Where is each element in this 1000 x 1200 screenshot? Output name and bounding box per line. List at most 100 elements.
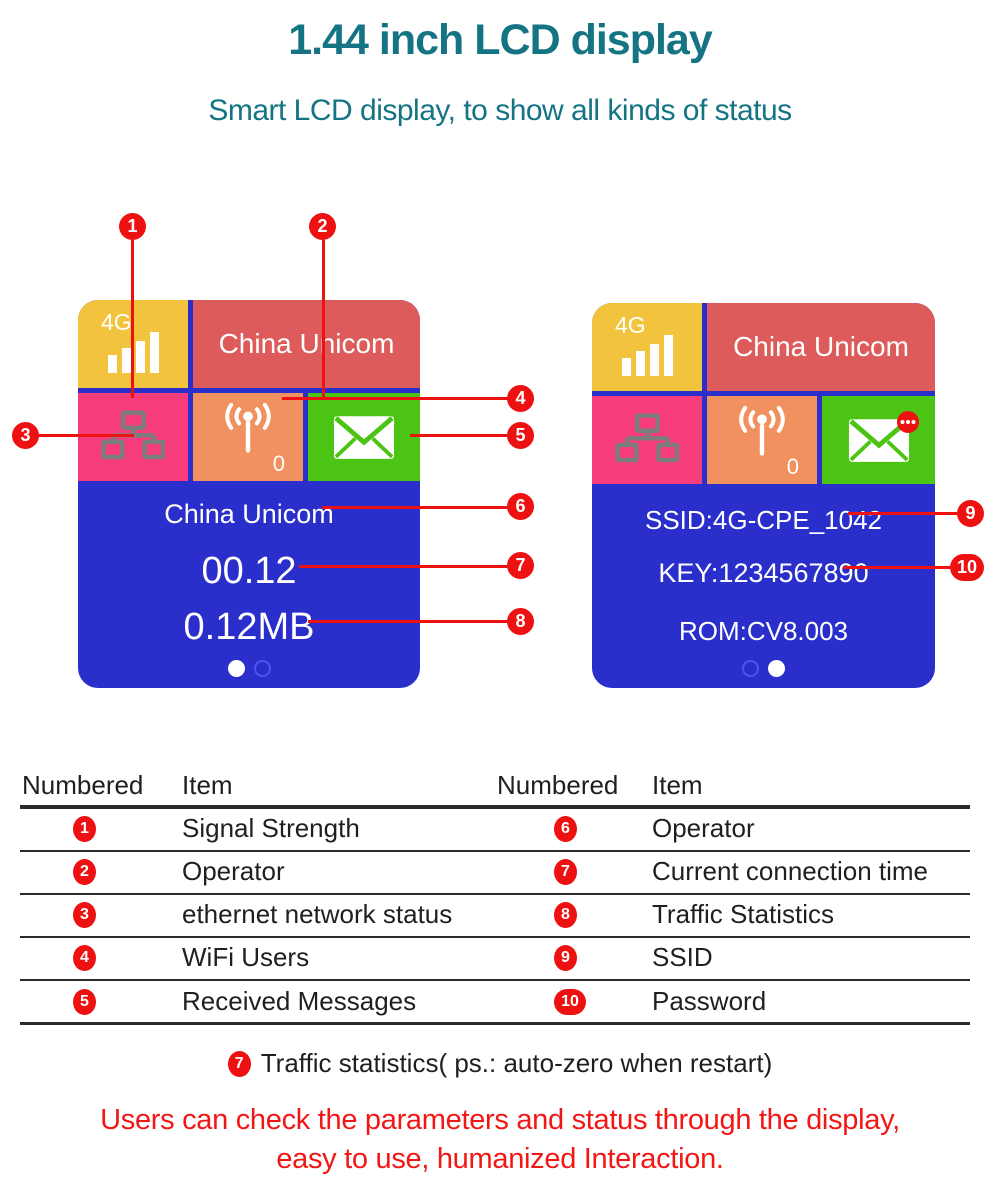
page-dot-inactive (742, 660, 759, 677)
row-number-badge: 1 (73, 816, 96, 842)
row-number-badge: 7 (554, 859, 577, 885)
table-row: 4 WiFi Users 9 SSID (0, 941, 1000, 975)
row-number-badge: 3 (73, 902, 96, 928)
operator-tile: China Unicom (707, 303, 935, 391)
callout-balloon-9: 9 (957, 500, 984, 527)
envelope-icon (333, 415, 395, 460)
row-number-badge: 8 (554, 902, 577, 928)
wifi-users-tile: 0 (193, 393, 303, 481)
footnote-text: Traffic statistics( ps.: auto-zero when … (260, 1048, 773, 1078)
row-number-badge: 6 (554, 816, 577, 842)
callout-balloon-6: 6 (507, 493, 534, 520)
footer-text-line2: easy to use, humanized Interaction. (276, 1143, 724, 1175)
row-number-badge: 2 (73, 859, 96, 885)
table-rule (20, 850, 970, 852)
operator-tile: China Unicom (193, 300, 420, 388)
antenna-icon (739, 406, 785, 456)
callout-line-4 (282, 397, 510, 400)
table-header-item-2: Item (652, 770, 703, 800)
row-item-label: Received Messages (182, 986, 417, 1016)
table-row: 1 Signal Strength 6 Operator (0, 812, 1000, 846)
messages-tile (822, 396, 935, 484)
footnote-number-badge: 7 (227, 1050, 251, 1077)
callout-line-9 (848, 512, 960, 515)
row-number-badge: 9 (554, 945, 577, 971)
table-rule (20, 893, 970, 895)
callout-line-2 (322, 240, 325, 398)
ethernet-status-tile (78, 393, 188, 481)
new-message-badge-icon (896, 410, 919, 433)
table-rule (20, 1022, 970, 1025)
screen-status-area: SSID:4G-CPE_1042 KEY:1234567890 ROM:CV8.… (592, 489, 935, 688)
wifi-users-count: 0 (272, 451, 285, 476)
callout-line-10 (843, 566, 953, 569)
signal-4g-label: 4G (101, 309, 132, 335)
row-item-label: Signal Strength (182, 813, 360, 843)
signal-4g-label: 4G (615, 312, 646, 338)
signal-bars-icon (622, 335, 673, 376)
ethernet-network-icon (615, 412, 679, 462)
callout-line-8 (308, 620, 510, 623)
callout-line-6 (322, 506, 510, 509)
wifi-users-count: 0 (786, 454, 799, 479)
table-header-numbered-2: Numbered (497, 770, 619, 800)
table-header-item-1: Item (182, 770, 233, 800)
table-row: 5 Received Messages 10 Password (0, 985, 1000, 1019)
antenna-icon (225, 403, 271, 453)
callout-balloon-10: 10 (950, 554, 984, 581)
page-indicator (78, 660, 420, 677)
row-item-label: Password (652, 986, 767, 1016)
callout-line-3 (34, 434, 134, 437)
callout-line-1 (131, 240, 134, 398)
table-rule (20, 805, 970, 809)
table-row: 3 ethernet network status 8 Traffic Stat… (0, 898, 1000, 932)
row-item-label: Operator (182, 856, 285, 886)
row-number-badge: 4 (73, 945, 96, 971)
wifi-users-tile: 0 (707, 396, 817, 484)
page-dot-active (227, 660, 245, 677)
row-item-label: Current connection time (652, 856, 929, 886)
operator-name: China Unicom (218, 328, 395, 359)
screen-ssid-text: SSID:4G-CPE_1042 (644, 505, 882, 535)
messages-tile (308, 393, 420, 481)
callout-balloon-7: 7 (507, 552, 534, 579)
callout-balloon-3: 3 (12, 422, 39, 449)
footer-text-line1: Users can check the parameters and statu… (100, 1104, 900, 1136)
row-item-label: SSID (652, 942, 713, 972)
screen-operator-text: China Unicom (164, 499, 334, 529)
callout-balloon-4: 4 (507, 385, 534, 412)
row-number-badge: 5 (73, 989, 96, 1015)
page-indicator (592, 660, 935, 677)
table-header-numbered-1: Numbered (22, 770, 144, 800)
ethernet-network-icon (101, 409, 165, 459)
lcd-screen-right: 4G China Unicom 0 (592, 303, 935, 688)
screen-status-area: China Unicom 00.12 0.12MB (78, 486, 420, 688)
callout-line-7 (299, 565, 510, 568)
row-item-label: Operator (652, 813, 755, 843)
row-item-label: Traffic Statistics (652, 899, 835, 929)
signal-strength-tile: 4G (592, 303, 702, 391)
callout-balloon-2: 2 (309, 213, 336, 240)
screen-key-text: KEY:1234567890 (658, 558, 869, 588)
operator-name: China Unicom (733, 331, 909, 362)
table-rule (20, 979, 970, 981)
lcd-screen-left: 4G China Unicom 0 (78, 300, 420, 688)
envelope-icon (848, 410, 919, 463)
ethernet-status-tile (592, 396, 702, 484)
callout-line-5 (410, 434, 510, 437)
page-subtitle: Smart LCD display, to show all kinds of … (208, 94, 792, 127)
callout-balloon-5: 5 (507, 422, 534, 449)
page-dot-inactive (253, 660, 271, 677)
footnote: 7 Traffic statistics( ps.: auto-zero whe… (0, 1048, 1000, 1079)
page-title: 1.44 inch LCD display (288, 16, 712, 64)
table-rule (20, 936, 970, 938)
row-item-label: WiFi Users (182, 942, 310, 972)
screen-traffic-text: 0.12MB (183, 606, 315, 648)
table-row: 2 Operator 7 Current connection time (0, 855, 1000, 889)
callout-balloon-1: 1 (119, 213, 146, 240)
screen-connection-time: 00.12 (201, 550, 297, 592)
page-dot-active (768, 660, 785, 677)
row-item-label: ethernet network status (182, 899, 453, 929)
screen-rom-text: ROM:CV8.003 (678, 616, 849, 646)
